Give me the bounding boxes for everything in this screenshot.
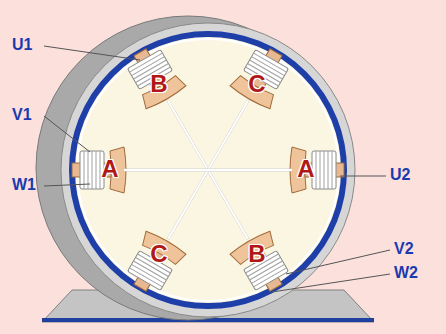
- pole-piece: B: [245, 241, 269, 269]
- pole-letter: C: [150, 241, 167, 267]
- terminal-label: W2: [394, 264, 418, 282]
- pole-piece: A: [98, 156, 122, 184]
- terminal-label: U2: [390, 166, 410, 184]
- terminal-label: V2: [394, 240, 414, 258]
- pole-piece: C: [147, 241, 171, 269]
- pole-piece: C: [245, 71, 269, 99]
- terminal-label: W1: [12, 176, 36, 194]
- pole-letter: A: [297, 156, 314, 182]
- pole-piece: B: [147, 71, 171, 99]
- terminal-label: V1: [12, 106, 32, 124]
- pole-coils: [72, 41, 344, 300]
- terminal-label: U1: [12, 36, 32, 54]
- pole-letter: B: [150, 71, 167, 97]
- pole-letter: C: [248, 71, 265, 97]
- pole-letter: B: [248, 241, 265, 267]
- leader-lines: [44, 46, 390, 292]
- pole-piece: A: [294, 156, 318, 184]
- phase-link: [124, 169, 292, 172]
- housing: [36, 16, 374, 322]
- pole-letter: A: [101, 156, 118, 182]
